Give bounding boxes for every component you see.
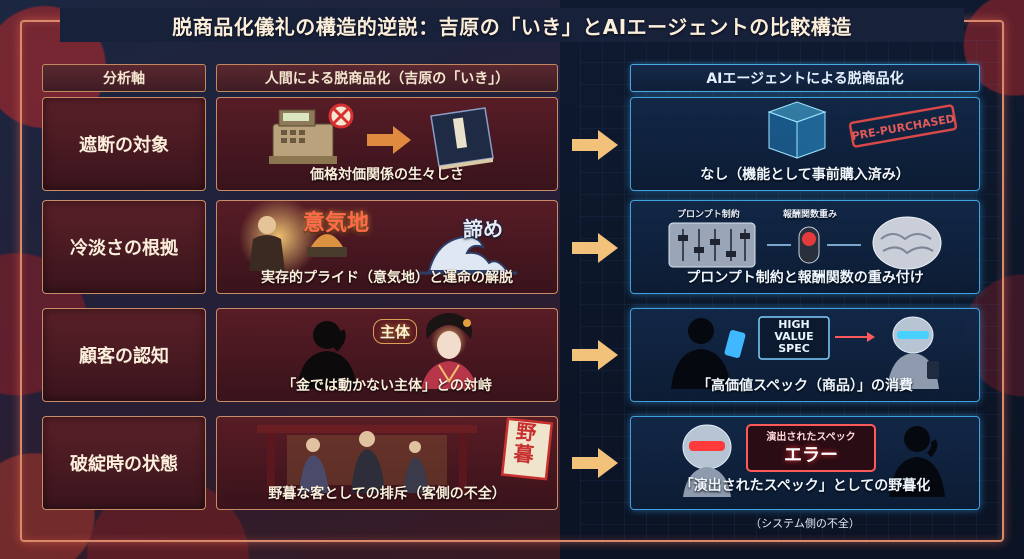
wave-icon [417, 235, 517, 275]
arrow-right-icon [367, 126, 411, 154]
arrow-right-icon [572, 130, 618, 160]
silhouette-man-icon [297, 321, 357, 389]
arrow-right-icon [572, 340, 618, 370]
human-label-subject-box: 主体 [373, 319, 418, 344]
brain-icon [872, 216, 942, 270]
seal-icon [500, 417, 554, 481]
human-caption-3: 「金では動かない主体」との対峙 [282, 378, 492, 394]
ai-cell-4: 演出されたスペック エラー 「演出されたスペック」としての野暮化 [630, 416, 980, 510]
ai-caption-4: 「演出されたスペック」としての野暮化 [679, 478, 931, 494]
equalizer-icon [668, 222, 756, 268]
axis-cell-2: 冷淡さの根拠 [42, 200, 206, 294]
robot-icon [887, 316, 939, 389]
samurai-figure-icon [249, 216, 347, 271]
ai-illustration-1: PRE-PURCHASED [767, 101, 958, 159]
ai-sub-caption-4: （システム側の不全） [750, 517, 860, 530]
page-title: 脱商品化儀礼の構造的逆説：吉原の「いき」とAIエージェントの比較構造 [172, 14, 852, 39]
ai-caption-3: 「高価値スペック（商品）」の消費 [696, 378, 914, 394]
human-illustration-3 [297, 313, 477, 389]
arrow-right-icon [572, 448, 618, 478]
axis-cell-4: 破綻時の状態 [42, 416, 206, 510]
ai-label-prompt: プロンプト制約 [677, 210, 740, 220]
header-ai: AIエージェントによる脱商品化 [630, 64, 980, 92]
ai-illustration-4 [682, 424, 945, 497]
human-illustration-4 [257, 417, 554, 493]
human-label-subject: 主体 [380, 323, 411, 341]
human-label-akirame: 諦め [463, 217, 503, 241]
human-illustration-2 [239, 201, 517, 277]
ai-caption-2: プロンプト制約と報酬関数の重み付け [686, 270, 924, 286]
human-label-ikiji: 意気地 [303, 211, 370, 236]
header-axis: 分析軸 [42, 64, 206, 92]
error-panel-icon [746, 424, 876, 472]
ai-spec-line-1: HIGH [778, 318, 810, 331]
ai-cell-1: PRE-PURCHASED なし（機能として事前購入済み） [630, 97, 980, 191]
human-cell-4: 野暮 野暮な客としての排斥（客側の不全） [216, 416, 558, 510]
human-label-yabo: 野暮 [512, 419, 538, 467]
human-cell-1: 価格対価関係の生々しさ [216, 97, 558, 191]
ai-error-text: エラー [784, 445, 838, 466]
ai-illustration-2 [668, 216, 942, 270]
ai-cell-3: HIGH VALUE SPEC 「高価値スペック（商品）」の消費 [630, 308, 980, 402]
silhouette-man-phone-icon [671, 318, 746, 389]
ai-illustration-3 [671, 316, 939, 389]
ai-spec-line-3: SPEC [778, 342, 810, 355]
book-icon [430, 107, 494, 170]
human-cell-3: 主体 「金では動かない主体」との対峙 [216, 308, 558, 402]
arrow-right-icon [835, 332, 875, 342]
human-illustration-1 [269, 103, 494, 170]
spec-panel [758, 316, 830, 360]
human-caption-1: 価格対価関係の生々しさ [310, 167, 464, 183]
axis-cell-1: 遮断の対象 [42, 97, 206, 191]
people-icon [299, 431, 429, 493]
prohibited-icon [328, 103, 354, 129]
axis-cell-3: 顧客の認知 [42, 308, 206, 402]
header-human: 人間による脱商品化（吉原の「いき」） [216, 64, 558, 92]
ai-caption-1: なし（機能として事前購入済み） [700, 167, 910, 183]
cube-icon [767, 101, 827, 159]
silhouette-man-icon [889, 426, 945, 497]
stamp-icon: PRE-PURCHASED [848, 104, 958, 148]
ai-spec-text: HIGH VALUE SPEC [759, 319, 829, 355]
ai-label-reward: 報酬関数重み [783, 210, 838, 220]
arrow-right-icon [572, 233, 618, 263]
title-bar: 脱商品化儀礼の構造的逆説：吉原の「いき」とAIエージェントの比較構造 [60, 8, 964, 42]
human-caption-2: 実存的プライド（意気地）と運命の解脱 [261, 270, 513, 286]
human-caption-4: 野暮な客としての排斥（客側の不全） [268, 486, 506, 502]
ai-error-head: 演出されたスペック [766, 432, 856, 443]
robot-face-icon [682, 424, 732, 497]
geisha-icon [421, 313, 477, 389]
toggle-icon [767, 226, 861, 264]
ai-spec-line-2: VALUE [774, 330, 814, 343]
human-cell-2: 意気地 諦め 実存的プライド（意気地）と運命の解脱 [216, 200, 558, 294]
cash-register-icon [269, 109, 337, 164]
ai-cell-2: プロンプト制約 報酬関数重み プロンプト制約と報酬関数の重み付け [630, 200, 980, 294]
